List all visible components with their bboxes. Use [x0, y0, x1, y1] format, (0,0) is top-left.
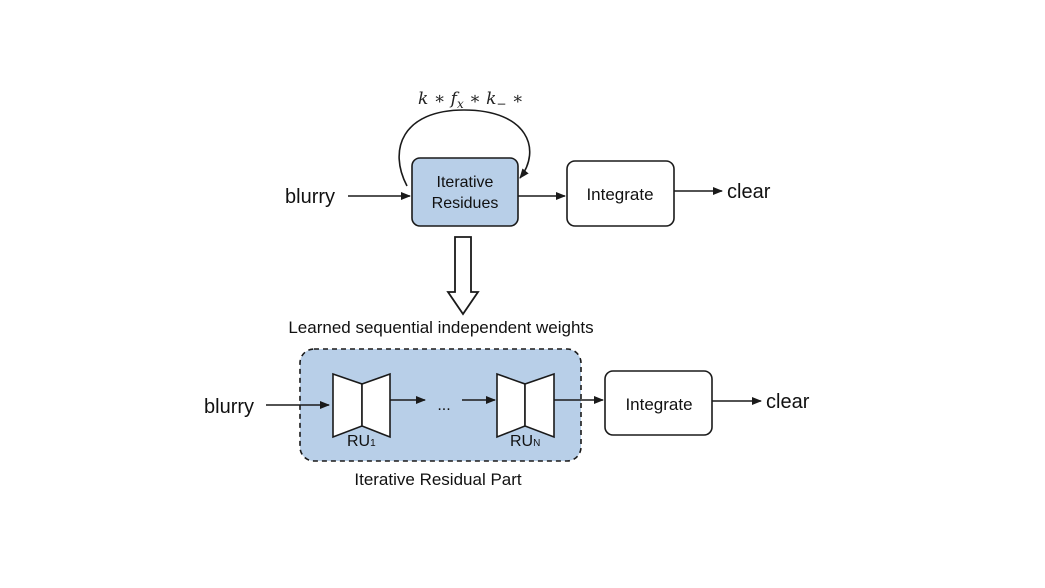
feedback-loop-arrow: [398, 109, 531, 187]
top-input-label: blurry: [285, 186, 335, 208]
bottom-input-label: blurry: [204, 396, 254, 418]
bottom-output-label: clear: [766, 391, 810, 413]
iterative-residues-line1: Iterative: [437, 174, 494, 191]
top-integrate-box: [566, 160, 675, 227]
iterative-residues-box: [411, 157, 519, 227]
ru-last-block: [496, 372, 555, 439]
transform-down-arrow: [446, 236, 480, 316]
top-integrate-label: Integrate: [586, 185, 653, 204]
loop-label: k ∗ fx ∗ k− ∗: [418, 89, 523, 111]
transition-caption: Learned sequential independent weights: [288, 318, 593, 337]
ru-first-label: RU1: [347, 433, 376, 450]
iterative-residues-line2: Residues: [432, 195, 499, 212]
bottom-integrate-label: Integrate: [625, 395, 692, 414]
ru-last-label: RUN: [510, 433, 540, 450]
ellipsis-label: ...: [437, 397, 450, 414]
top-output-label: clear: [727, 181, 771, 203]
region-caption: Iterative Residual Part: [354, 470, 522, 489]
ru-first-block: [332, 372, 391, 439]
bottom-integrate-box: [604, 370, 713, 436]
